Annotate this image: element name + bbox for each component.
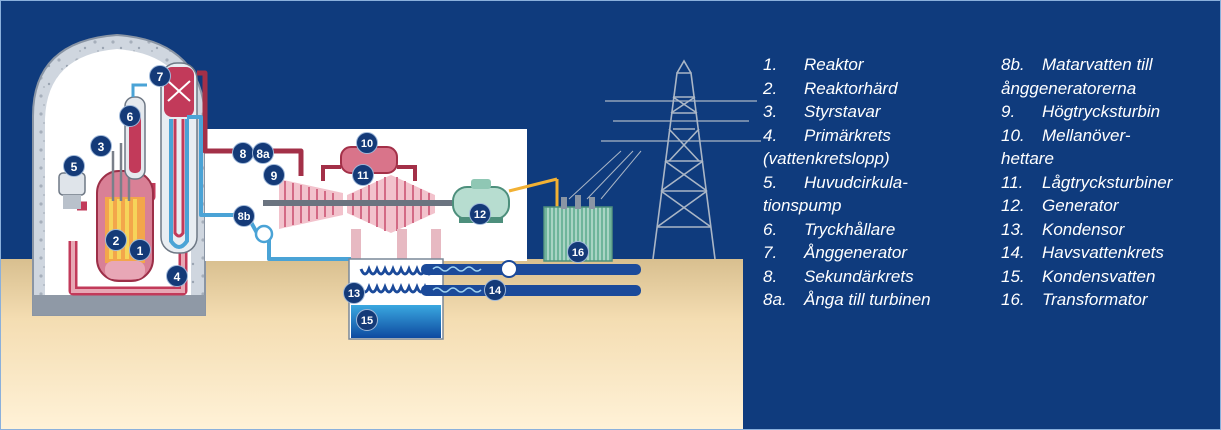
legend-text: Huvudcirkula-	[804, 172, 908, 192]
callout-12: 12	[469, 203, 491, 225]
legend-item-8: 8. Sekundärkrets	[763, 265, 931, 289]
callout-15: 15	[356, 309, 378, 331]
callout-11: 11	[352, 164, 374, 186]
legend-num: 12.	[1001, 196, 1025, 215]
legend-text: Högtrycksturbin	[1042, 102, 1161, 121]
legend-item-7: 7. Ånggenerator	[763, 241, 931, 265]
legend-text: Havsvattenkrets	[1042, 243, 1164, 262]
legend-num: 8.	[763, 266, 778, 286]
legend-item-11: 11. Lågtrycksturbiner	[1001, 171, 1172, 195]
legend-item-15: 15. Kondensvatten	[1001, 265, 1172, 289]
legend-item-5: 5. Huvudcirkula-	[763, 171, 931, 195]
legend-left: 1. Reaktor 2. Reaktorhärd 3. Styrstavar 4. P…	[763, 53, 931, 312]
legend-item-12: 12. Generator	[1001, 194, 1172, 218]
legend-text: Matarvatten till	[1042, 55, 1153, 74]
legend-item-14: 14. Havsvattenkrets	[1001, 241, 1172, 265]
callout-16: 16	[567, 241, 589, 263]
callout-4: 4	[166, 265, 188, 287]
legend-item-16: 16. Transformator	[1001, 288, 1172, 312]
steam-generator	[160, 62, 198, 254]
callout-1: 1	[129, 239, 151, 261]
legend-num: 14.	[1001, 243, 1025, 262]
legend-item-8a: 8a. Ånga till turbinen	[763, 288, 931, 312]
legend-item-4: 4. Primärkrets	[763, 124, 931, 148]
legend-item-13: 13. Kondensor	[1001, 218, 1172, 242]
legend-num: 16.	[1001, 290, 1025, 309]
legend-num: 3.	[763, 102, 778, 121]
legend-text: Tryckhållare	[804, 219, 896, 239]
seawater-circuit	[421, 260, 641, 296]
legend-item-5-cont: tionspump	[763, 196, 842, 215]
legend-text: Kondensor	[1042, 219, 1125, 239]
legend-text: Primärkrets	[804, 125, 891, 145]
legend-text: Styrstavar	[804, 102, 881, 121]
callout-14: 14	[484, 279, 506, 301]
callout-8: 8	[232, 142, 254, 164]
legend-item-10-cont: hettare	[1001, 149, 1054, 168]
legend-num: 10.	[1001, 125, 1025, 145]
legend-num: 7.	[763, 243, 778, 262]
legend-num: 8a.	[763, 290, 787, 309]
legend-text: Mellanöver-	[1042, 125, 1131, 145]
legend-text: Sekundärkrets	[804, 266, 914, 286]
legend-text: Generator	[1042, 196, 1119, 215]
legend-num: 1.	[763, 55, 778, 74]
legend-right: 8b. Matarvatten till ånggeneratorerna 9. H…	[1001, 53, 1172, 312]
callout-7: 7	[149, 65, 171, 87]
legend-item-9: 9. Högtrycksturbin	[1001, 100, 1172, 124]
callout-10: 10	[356, 132, 378, 154]
legend-text: Reaktorhärd	[804, 78, 898, 98]
legend-text: Lågtrycksturbiner	[1042, 172, 1173, 192]
turbine-shaft	[263, 200, 459, 206]
callout-5: 5	[63, 155, 85, 177]
legend-item-6: 6. Tryckhållare	[763, 218, 931, 242]
legend-item-4-cont: (vattenkretslopp)	[763, 149, 890, 168]
feedwater-pump	[254, 224, 274, 244]
legend-item-1: 1. Reaktor	[763, 53, 931, 77]
callout-8b: 8b	[233, 205, 255, 227]
power-pylon	[568, 59, 761, 260]
callout-9: 9	[263, 164, 285, 186]
legend-num: 13.	[1001, 219, 1025, 239]
legend-num: 6.	[763, 219, 778, 239]
legend-num: 11.	[1001, 172, 1024, 192]
legend-item-2: 2. Reaktorhärd	[763, 77, 931, 101]
legend-item-10: 10. Mellanöver-	[1001, 124, 1172, 148]
callout-13: 13	[343, 282, 365, 304]
legend-text: Ånggenerator	[804, 243, 908, 262]
legend-text: Transformator	[1042, 290, 1148, 309]
callout-8a: 8a	[252, 142, 274, 164]
legend-text: Kondensvatten	[1042, 266, 1156, 286]
legend-text: Reaktor	[804, 55, 864, 74]
legend-item-3: 3. Styrstavar	[763, 100, 931, 124]
legend-num: 15.	[1001, 266, 1025, 286]
legend-num: 5.	[763, 172, 778, 192]
callout-2: 2	[105, 229, 127, 251]
legend-item-8b-cont: ånggeneratorerna	[1001, 78, 1137, 98]
legend-num: 4.	[763, 125, 778, 145]
reactor-vessel	[96, 170, 154, 282]
legend-item-8b: 8b. Matarvatten till	[1001, 53, 1172, 77]
callout-3: 3	[90, 135, 112, 157]
legend-num: 2.	[763, 78, 778, 98]
legend-num: 8b.	[1001, 55, 1025, 74]
legend-text: Ånga till turbinen	[804, 290, 931, 309]
legend-num: 9.	[1001, 102, 1016, 121]
callout-6: 6	[119, 105, 141, 127]
